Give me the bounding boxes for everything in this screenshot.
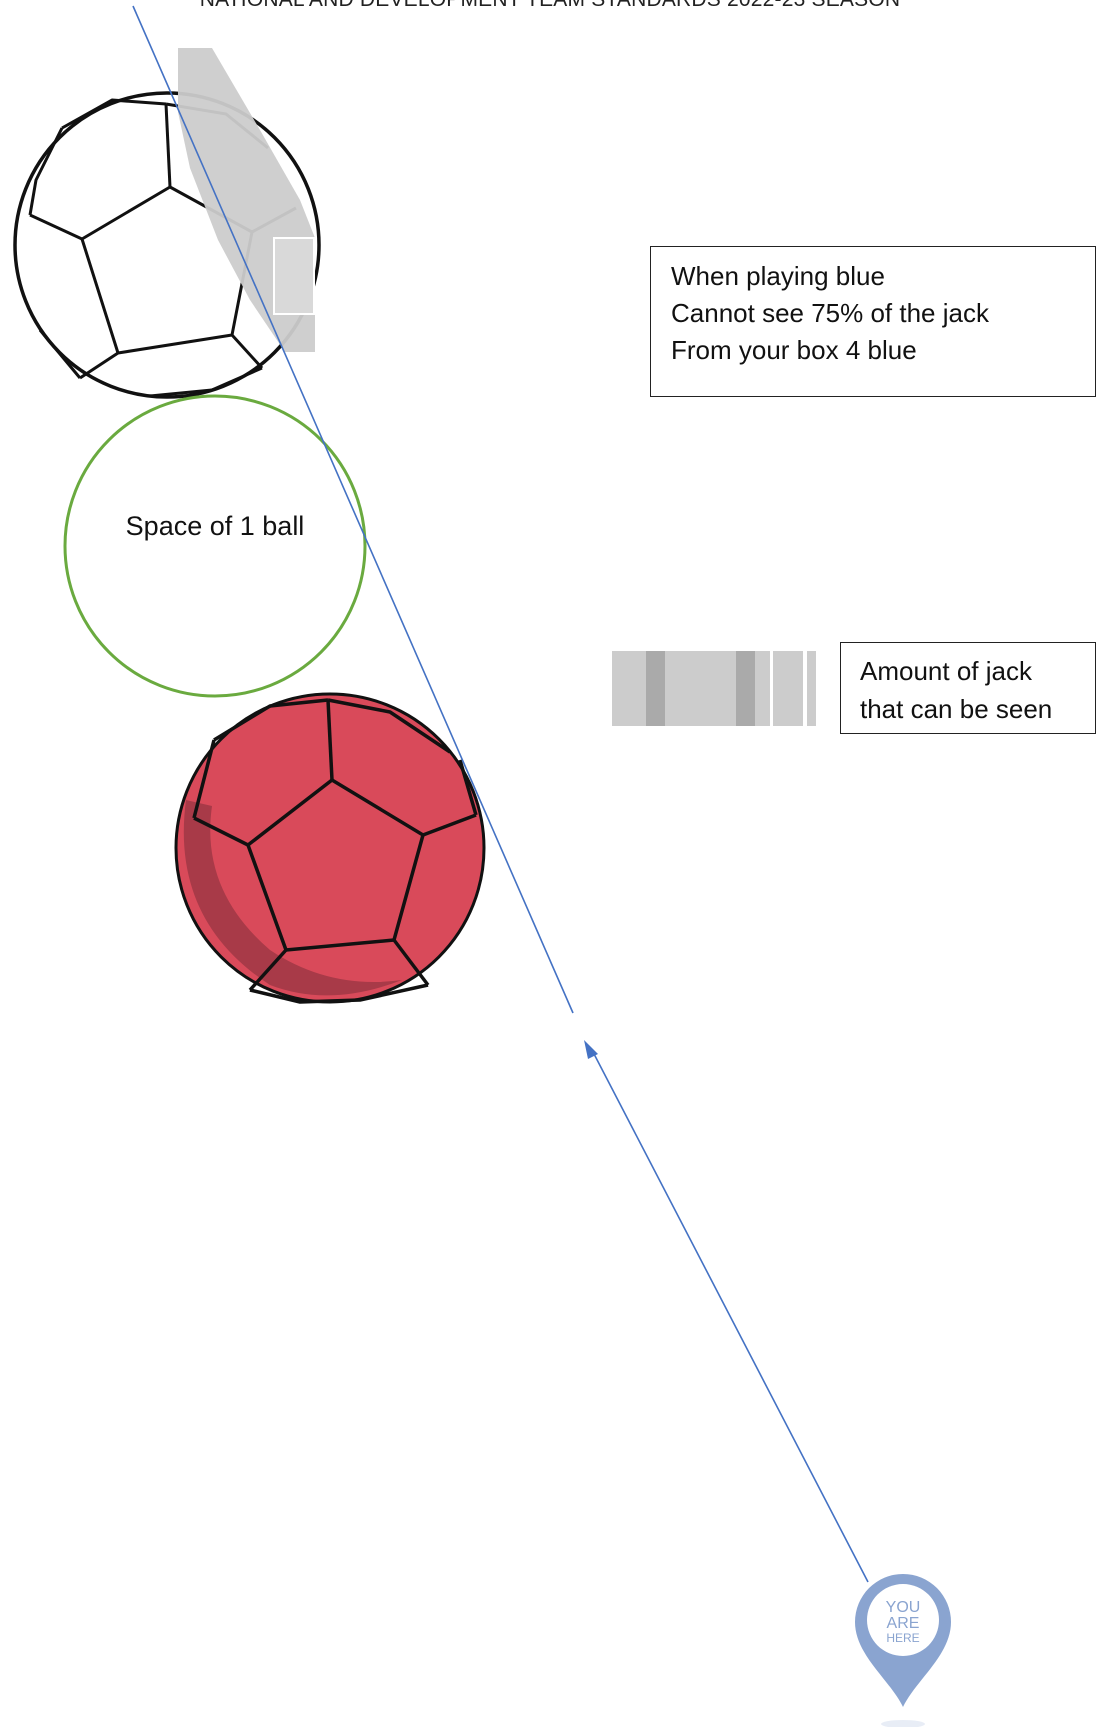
marker-text-here: HERE xyxy=(886,1631,919,1645)
space-label-line-2: ball xyxy=(262,511,305,541)
sight-line-upper xyxy=(132,5,574,1014)
space-of-one-ball-circle xyxy=(63,394,367,698)
jack-visibility-swatch xyxy=(612,651,816,726)
info-line-3: From your box 4 blue xyxy=(671,335,917,365)
legend-line-1: Amount of jack xyxy=(860,656,1032,686)
sight-line-lower xyxy=(592,1051,869,1583)
info-line-2: Cannot see 75% of the jack xyxy=(671,298,989,328)
sight-line-arrowhead xyxy=(584,1040,598,1059)
legend-text-box: Amount of jack that can be seen xyxy=(840,642,1096,734)
marker-text-you: YOU xyxy=(886,1599,921,1616)
marker-text-are: ARE xyxy=(887,1615,920,1632)
red-ball xyxy=(174,692,486,1004)
space-label-line-1: Space of 1 xyxy=(125,511,255,541)
info-line-1: When playing blue xyxy=(671,261,885,291)
space-of-one-ball-label: Space of 1 ball xyxy=(95,506,335,546)
legend-line-2: that can be seen xyxy=(860,694,1053,724)
page-header-title: NATIONAL AND DEVELOPMENT TEAM STANDARDS … xyxy=(0,0,1100,14)
info-text-box: When playing blue Cannot see 75% of the … xyxy=(650,246,1096,397)
you-are-here-marker: YOU ARE HERE xyxy=(855,1574,951,1727)
jack-hidden-portion-overlay xyxy=(178,48,315,352)
